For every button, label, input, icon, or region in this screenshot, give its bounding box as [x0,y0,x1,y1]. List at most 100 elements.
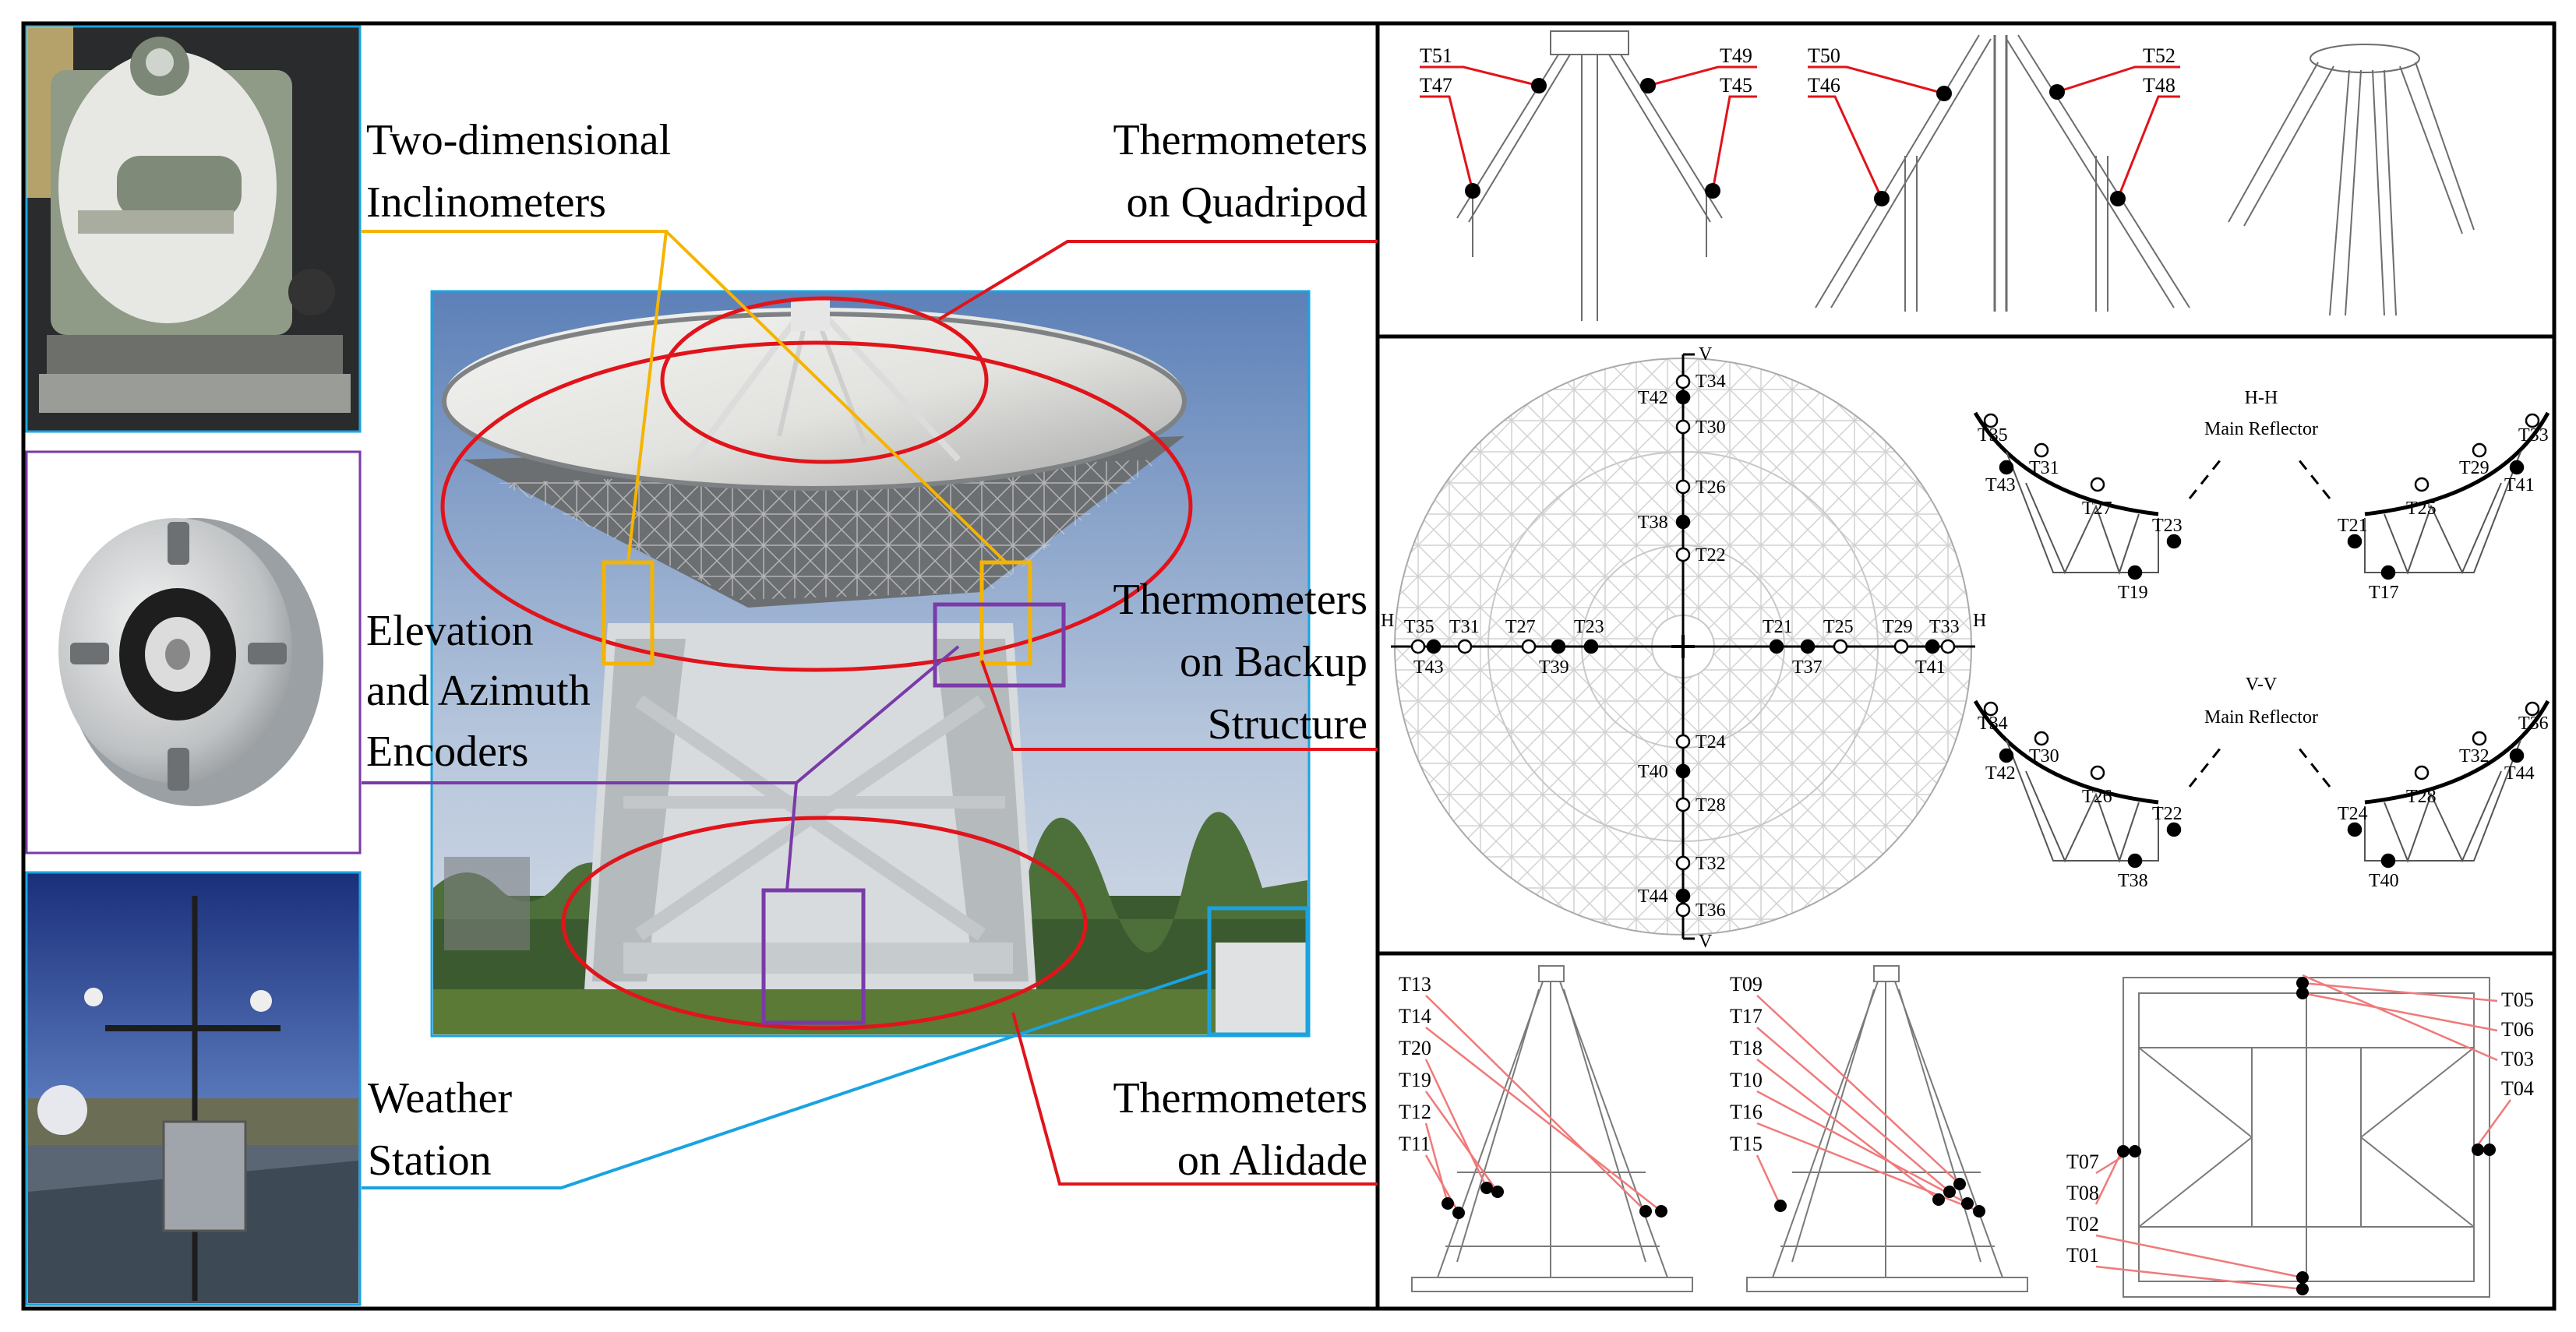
label-h-t23: T23 [1574,617,1604,637]
alidade-leader-lines [1424,974,2512,1291]
label-t40: T40 [1638,762,1668,782]
label-h-t43: T43 [1413,657,1444,678]
photo-highlights [440,296,1310,1037]
quadripod-sensors [1420,65,2180,199]
callout-backup-line1: Thermometers [1113,576,1367,624]
callout-weather-line2: Station [368,1136,492,1185]
alidade-sensor-dots [1442,977,2496,1295]
callout-encoders-line1: Elevation [366,607,534,655]
vv-titles: V-V Main Reflector [2204,675,2318,728]
alidade-panel [1411,965,2490,1298]
vv-sensors [1983,701,2540,869]
callout-encoders-line3: Encoders [366,728,528,776]
label-t52: T52 [2143,44,2175,67]
backup-panel [1391,353,1975,940]
label-t24: T24 [1696,732,1726,752]
label-h-t39: T39 [1539,657,1569,678]
label-t48: T48 [2143,74,2175,97]
vv-label-t42: T42 [1985,763,2016,784]
callout-inclinometers-line2: Inclinometers [366,178,606,227]
vv-label-t32: T32 [2459,746,2490,766]
label-h-t25: T25 [1823,617,1854,637]
backup-vertical-labels: T34 T42 T30 T26 T38 T22 T24 T40 T28 T32 … [1638,372,1726,921]
hh-label-t35: T35 [1978,425,2008,446]
label-t36: T36 [1696,900,1726,921]
label-t04: T04 [2501,1077,2534,1100]
vv-label-t40: T40 [2369,871,2399,891]
label-h-t33: T33 [1929,617,1960,637]
label-t34: T34 [1696,372,1726,392]
label-t26: T26 [1696,477,1726,498]
quadripod-labels: T51 T47 T49 T45 T50 T46 T52 T48 [1420,44,2175,97]
hh-label-t43: T43 [1985,475,2016,495]
hh-label-t17: T17 [2369,583,2399,603]
label-t20: T20 [1399,1037,1431,1059]
vv-label-t24: T24 [2338,804,2368,824]
label-t01: T01 [2066,1244,2099,1267]
label-t12: T12 [1399,1101,1431,1123]
label-t10: T10 [1730,1069,1763,1091]
backup-horizontal-labels: T35 T31 T27 T23 T21 T25 T29 T33 T43 T39 … [1404,617,1960,678]
label-t15: T15 [1730,1133,1763,1155]
label-t02: T02 [2066,1213,2099,1235]
label-t08: T08 [2066,1182,2099,1204]
label-t19: T19 [1399,1069,1431,1091]
label-t42: T42 [1638,388,1668,408]
label-t06: T06 [2501,1018,2534,1041]
callout-quadripod-line1: Thermometers [1113,116,1367,164]
inclinometer-photo [25,25,362,433]
hh-section [1973,411,2550,576]
label-t11: T11 [1399,1133,1431,1155]
vv-labels: T34 T30 T42 T26 T22 T38 T36 T32 T44 T28 … [1978,714,2549,891]
hh-sensors [1983,413,2540,580]
label-t14: T14 [1399,1005,1431,1027]
callout-alidade-line1: Thermometers [1113,1074,1367,1122]
hh-label-t25: T25 [2406,499,2437,519]
label-t50: T50 [1808,44,1840,67]
label-t17: T17 [1730,1005,1763,1027]
hh-label-t41: T41 [2504,475,2535,495]
axis-h-left: H [1381,611,1394,631]
hh-label-t27: T27 [2082,499,2112,519]
label-t51: T51 [1420,44,1452,67]
alidade-left-labels: T13 T14 T20 T19 T12 T11 [1399,973,1431,1155]
label-h-t35: T35 [1404,617,1434,637]
callout-labels: Two-dimensional Inclinometers Elevation … [366,116,1367,1185]
hh-label-t31: T31 [2029,458,2059,478]
callout-alidade-line2: on Alidade [1177,1136,1367,1185]
telescope-photo [430,290,1311,1038]
label-t47: T47 [1420,74,1452,97]
vv-title: V-V [2246,675,2278,695]
quadripod-panel [1456,30,2475,321]
hh-label-t23: T23 [2152,516,2183,536]
label-t45: T45 [1720,74,1752,97]
label-t32: T32 [1696,854,1726,874]
hh-subtitle: Main Reflector [2204,419,2318,439]
vv-label-t28: T28 [2406,787,2437,807]
label-t44: T44 [1638,886,1668,907]
callout-backup-line3: Structure [1208,700,1367,749]
label-t49: T49 [1720,44,1752,67]
label-t18: T18 [1730,1037,1763,1059]
encoder-photo [25,450,362,855]
vv-subtitle: Main Reflector [2204,707,2318,728]
callout-inclinometers-line1: Two-dimensional [366,116,671,164]
hh-label-t19: T19 [2118,583,2148,603]
alidade-plan-labels: T05 T06 T03 T04 T07 T08 T02 T01 [2066,988,2534,1267]
vv-label-t22: T22 [2152,804,2183,824]
callout-encoders-line2: and Azimuth [366,667,591,715]
vv-label-t26: T26 [2082,787,2112,807]
callout-backup-line2: on Backup [1180,638,1367,686]
hh-label-t21: T21 [2338,516,2368,536]
label-t09: T09 [1730,973,1763,995]
backup-horizontal-sensors [1410,639,1956,654]
label-t13: T13 [1399,973,1431,995]
callout-quadripod-line2: on Quadripod [1126,178,1367,227]
label-h-t37: T37 [1792,657,1823,678]
label-h-t29: T29 [1883,617,1913,637]
axis-v-bottom: V [1699,932,1713,952]
callout-weather-line1: Weather [368,1074,512,1122]
weather-station-photo [25,871,362,1306]
axis-h-right: H [1973,611,1986,631]
